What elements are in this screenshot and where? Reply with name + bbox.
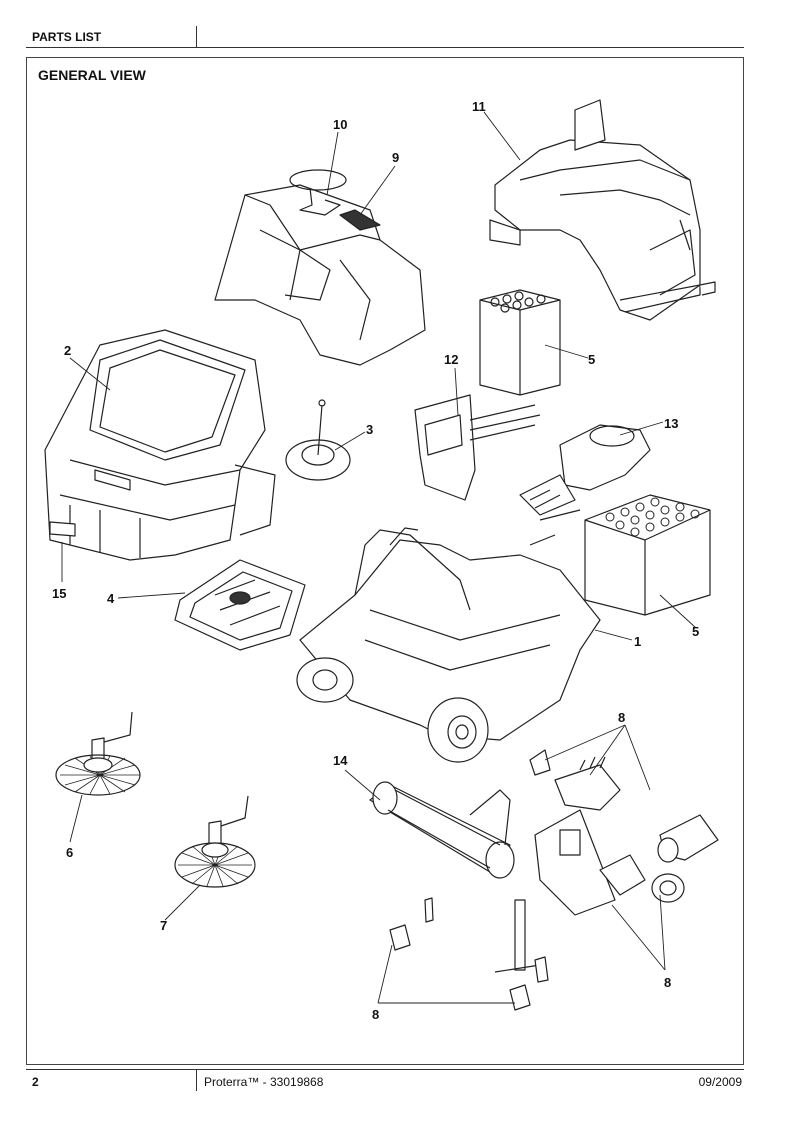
page-header: PARTS LIST bbox=[26, 26, 744, 48]
footer-divider bbox=[196, 1069, 197, 1091]
callout-4: 4 bbox=[107, 591, 115, 606]
section-title: GENERAL VIEW bbox=[38, 67, 146, 83]
header-rule bbox=[26, 47, 744, 48]
hopper-drawing bbox=[44, 329, 276, 561]
callout-8a: 8 bbox=[618, 710, 625, 725]
callout-13: 13 bbox=[664, 416, 678, 431]
callout-5a: 5 bbox=[588, 352, 595, 367]
battery-large-drawing bbox=[584, 494, 711, 616]
leader-lines bbox=[61, 111, 697, 1004]
callout-10: 10 bbox=[333, 117, 347, 132]
header-title: PARTS LIST bbox=[32, 30, 102, 44]
callout-2: 2 bbox=[64, 343, 71, 358]
side-brush-left-drawing bbox=[55, 711, 141, 796]
control-bracket-drawing bbox=[414, 394, 541, 501]
callout-11: 11 bbox=[472, 99, 486, 114]
callout-3: 3 bbox=[366, 422, 373, 437]
callout-5b: 5 bbox=[692, 624, 699, 639]
main-broom-drawing bbox=[369, 781, 515, 879]
chassis-drawing bbox=[296, 527, 601, 763]
callout-1: 1 bbox=[634, 634, 641, 649]
callout-6: 6 bbox=[66, 845, 73, 860]
drive-motor-drawing bbox=[519, 424, 651, 546]
callout-12: 12 bbox=[444, 352, 458, 367]
page-number: 2 bbox=[32, 1075, 39, 1089]
electrical-components-drawing bbox=[389, 749, 719, 1011]
document-date: 09/2009 bbox=[698, 1075, 742, 1089]
callout-15: 15 bbox=[52, 586, 66, 601]
content-frame bbox=[26, 57, 744, 1065]
side-brush-right-drawing bbox=[174, 795, 256, 888]
document-id: Proterra™ - 33019868 bbox=[204, 1075, 324, 1089]
filter-shaker-drawing bbox=[285, 399, 351, 481]
header-divider bbox=[196, 26, 197, 48]
filter-tray-drawing bbox=[174, 559, 306, 651]
battery-small-drawing bbox=[479, 289, 561, 396]
callout-7: 7 bbox=[160, 918, 167, 933]
page-footer: 2 Proterra™ - 33019868 09/2009 bbox=[26, 1069, 744, 1091]
footer-rule bbox=[26, 1069, 744, 1070]
callout-8b: 8 bbox=[664, 975, 671, 990]
callout-8c: 8 bbox=[372, 1007, 379, 1022]
callout-14: 14 bbox=[333, 753, 348, 768]
steering-console-drawing bbox=[214, 169, 426, 366]
hood-drawing bbox=[489, 99, 716, 321]
callout-9: 9 bbox=[392, 150, 399, 165]
